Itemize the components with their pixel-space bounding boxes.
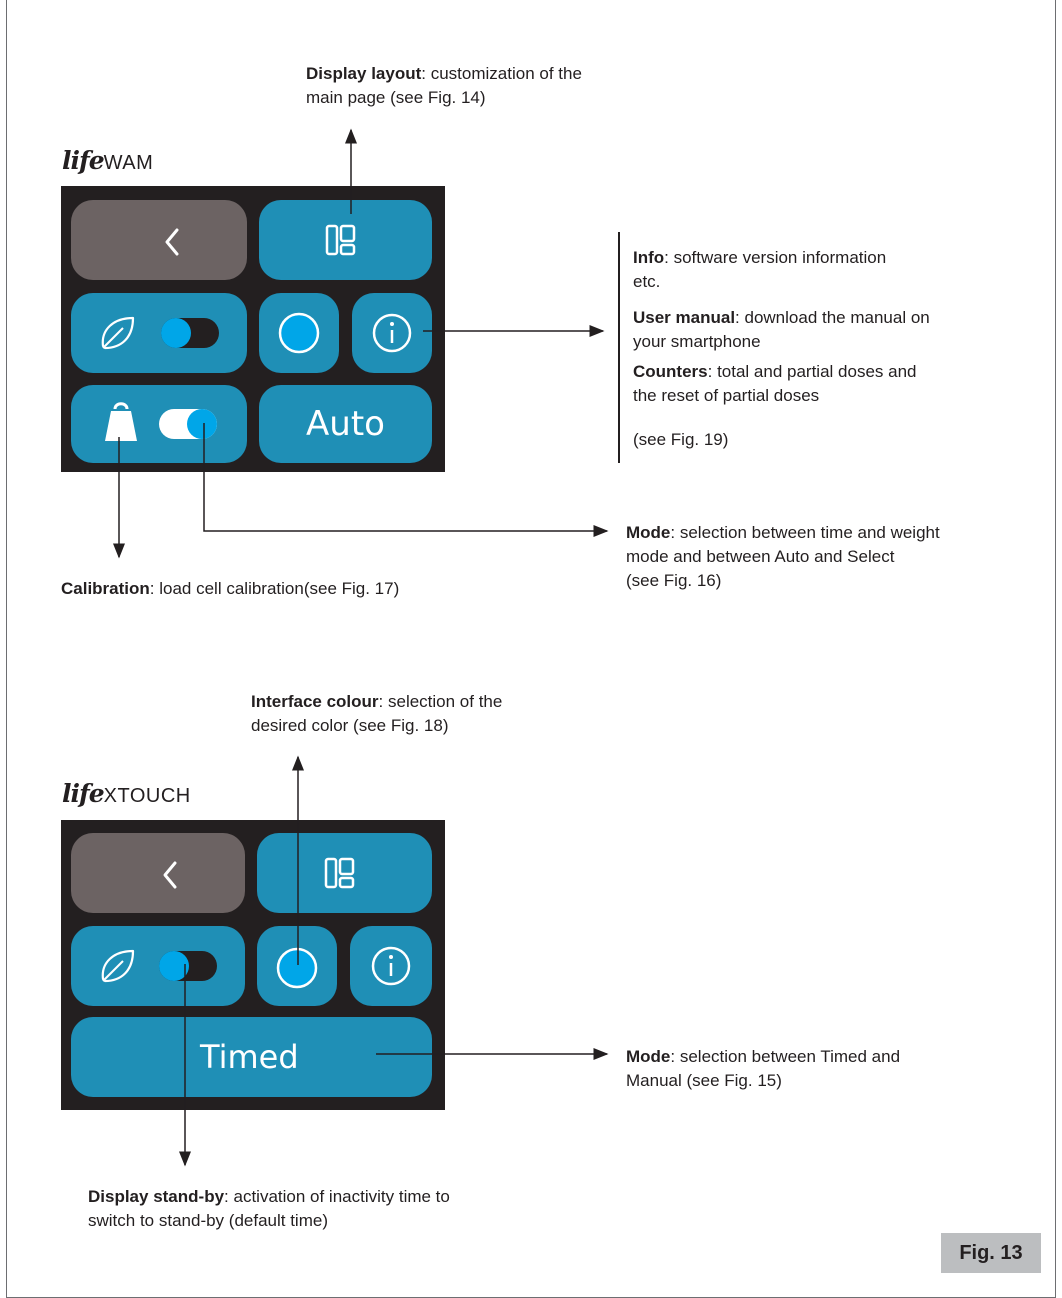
display-panel-xtouch: Timed [61, 820, 445, 1110]
standby-toggle-button[interactable] [71, 293, 247, 373]
layout-icon [324, 857, 355, 889]
display-layout-button[interactable] [259, 200, 432, 280]
weight-icon [105, 402, 137, 441]
brand-script: life [62, 146, 105, 175]
display-layout-button[interactable] [257, 833, 432, 913]
info-button[interactable] [350, 926, 432, 1006]
display-standby-annotation: Display stand-by: activation of inactivi… [88, 1187, 450, 1230]
see-fig19-annotation: (see Fig. 19) [633, 430, 729, 449]
mode-timed-button[interactable]: Timed [71, 1017, 432, 1097]
color-circle-icon [278, 312, 320, 354]
leaf-icon [101, 949, 135, 983]
info-button[interactable] [352, 293, 432, 373]
brand-name: XTOUCH [103, 785, 191, 807]
back-chevron-icon [165, 228, 179, 256]
toggle-knob [161, 318, 191, 348]
display-layout-annotation: Display layout: customization of the mai… [306, 64, 582, 107]
display-panel-wam: Auto [61, 186, 445, 472]
info-annotation: Info: software version information etc. [633, 248, 887, 291]
mode-annotation-upper: Mode: selection between time and weight … [626, 523, 940, 590]
toggle-knob [159, 951, 189, 981]
layout-icon [325, 224, 356, 256]
brand-script: life [62, 779, 105, 808]
back-button[interactable] [71, 833, 245, 913]
user-manual-annotation: User manual: download the manual on your… [633, 308, 930, 351]
calibration-annotation: Calibration: load cell calibration(see F… [61, 579, 400, 598]
back-button[interactable] [71, 200, 247, 280]
toggle-icon[interactable] [159, 409, 217, 439]
standby-toggle-button[interactable] [71, 926, 245, 1006]
toggle-icon[interactable] [161, 318, 219, 348]
bracket-line [618, 232, 620, 463]
mode-label: Auto [306, 404, 385, 444]
figure-label: Fig. 13 [941, 1233, 1041, 1273]
brand-logo-xtouch: lifeXTOUCH [62, 779, 191, 808]
brand-name: WAM [103, 152, 154, 174]
toggle-icon[interactable] [159, 951, 217, 981]
toggle-knob [187, 409, 217, 439]
mode-annotation-lower: Mode: selection between Timed and Manual… [626, 1047, 901, 1090]
interface-colour-button[interactable] [257, 926, 337, 1006]
counters-annotation: Counters: total and partial doses and th… [633, 362, 917, 405]
back-chevron-icon [163, 861, 177, 889]
interface-colour-button[interactable] [259, 293, 339, 373]
calibration-mode-button[interactable] [71, 385, 247, 463]
mode-label: Timed [200, 1038, 299, 1076]
color-circle-icon [276, 947, 318, 989]
mode-auto-button[interactable]: Auto [259, 385, 432, 463]
interface-colour-annotation: Interface colour: selection of the desir… [251, 692, 503, 735]
info-icon [372, 313, 412, 353]
leaf-icon [101, 316, 135, 350]
info-icon [371, 946, 411, 986]
brand-logo-wam: lifeWAM [62, 146, 153, 175]
